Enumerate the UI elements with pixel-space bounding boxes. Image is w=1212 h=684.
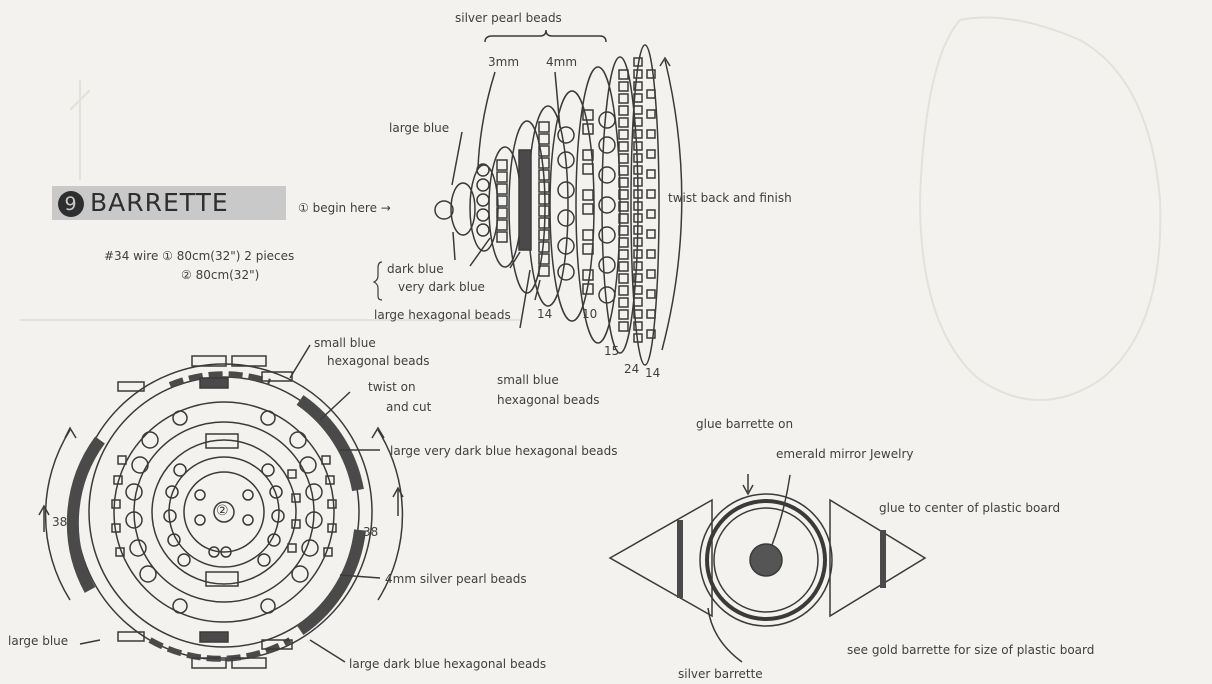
right-triangle: [830, 500, 925, 616]
label-count-14b: 14: [645, 366, 660, 381]
label-wire-line2: ② 80cm(32"): [181, 268, 259, 283]
pearl-3mm-column: [477, 164, 489, 236]
label-begin-here: ① begin here →: [298, 201, 391, 216]
dark-band-left: [73, 440, 100, 590]
bead-row-loop: [489, 147, 521, 267]
label-dark-blue: dark blue: [387, 262, 444, 277]
label-large-blue-left: large blue: [8, 634, 68, 649]
bead-row-loop: [550, 91, 594, 321]
label-silver-pearl-beads: silver pearl beads: [455, 11, 562, 26]
label-bracket: [374, 262, 382, 300]
label-small-blue-hex-bottom-2: hexagonal beads: [497, 393, 600, 408]
label-large-hex-beads: large hexagonal beads: [374, 308, 511, 323]
label-count-24: 24: [624, 362, 639, 377]
label-small-blue-hex-top-2: hexagonal beads: [327, 354, 430, 369]
label-4mm: 4mm: [546, 55, 577, 70]
label-large-very-dark-blue: large very dark blue hexagonal beads: [390, 444, 618, 459]
emerald-stone: [750, 544, 782, 576]
label-small-blue-hex-bottom-1: small blue: [497, 373, 559, 388]
label-twist-on-2: and cut: [386, 400, 431, 415]
label-large-blue-top: large blue: [389, 121, 449, 136]
label-silver-barrette: silver barrette: [678, 667, 763, 682]
label-silver-4mm: 4mm silver pearl beads: [385, 572, 527, 587]
title-number: 9: [58, 191, 84, 217]
label-twist-on-1: twist on: [368, 380, 416, 395]
label-twist-back: twist back and finish: [668, 191, 792, 206]
label-count-38-right: 38: [363, 525, 378, 540]
label-glue-center: glue to center of plastic board: [879, 501, 1060, 516]
hex-bead-column-14-outer: [647, 70, 655, 338]
label-large-dark-blue-hex: large dark blue hexagonal beads: [349, 657, 546, 672]
eye-barrette-diagram: [610, 474, 925, 662]
label-circle-center: ②: [216, 504, 229, 519]
left-triangle: [610, 500, 712, 616]
label-small-blue-hex-top-1: small blue: [314, 336, 376, 351]
very-dark-blue-bar: [519, 150, 531, 250]
label-see-gold: see gold barrette for size of plastic bo…: [847, 643, 1094, 658]
silver-pearl-brace: [485, 30, 606, 42]
label-wire-line1: #34 wire ① 80cm(32") 2 pieces: [104, 249, 294, 264]
label-glue-barrette-on: glue barrette on: [696, 417, 793, 432]
label-count-14: 14: [537, 307, 552, 322]
label-very-dark-blue: very dark blue: [398, 280, 485, 295]
label-count-15: 15: [604, 344, 619, 359]
title-label: BARRETTE: [90, 188, 229, 217]
label-3mm: 3mm: [488, 55, 519, 70]
label-emerald-mirror: emerald mirror Jewelry: [776, 447, 914, 462]
label-count-38-left: 38: [52, 515, 67, 530]
bead-row-loop: [470, 165, 498, 251]
label-count-10: 10: [582, 307, 597, 322]
hex-bead-column-14: [539, 122, 549, 276]
